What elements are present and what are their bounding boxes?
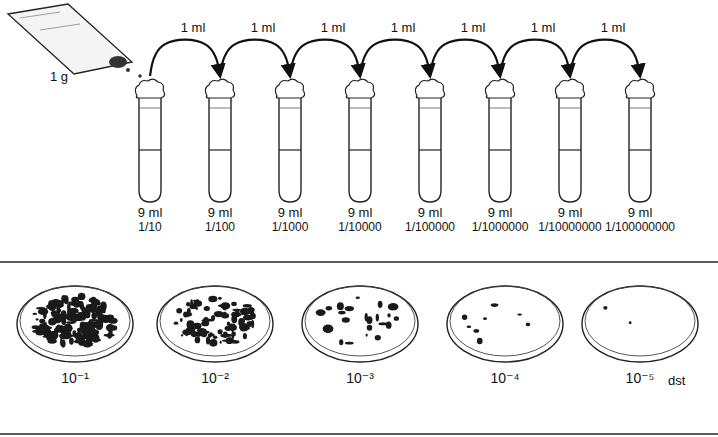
petri-dish: 10⁻⁴ <box>443 278 567 386</box>
soil-paper <box>8 4 142 78</box>
plate-outline <box>443 278 567 366</box>
volume-label: 1 ml <box>599 21 628 36</box>
petri-dish: 10⁻² <box>153 278 277 386</box>
transfer-arrow <box>360 40 430 76</box>
volume-label: 9 ml <box>208 206 233 221</box>
tube-outline <box>325 78 395 204</box>
transfer-arrow <box>570 40 640 76</box>
test-tube: 9 ml1/1000 <box>255 78 325 235</box>
test-tube: 9 ml1/10000000 <box>535 78 605 235</box>
volume-label: 1 ml <box>319 21 348 36</box>
test-tube: 9 ml1/100 <box>185 78 255 235</box>
test-tube: 9 ml1/1000000 <box>465 78 535 235</box>
volume-label: 1 ml <box>249 21 278 36</box>
petri-dish: 10⁻⁵ <box>578 278 702 386</box>
volume-label: 1 ml <box>459 21 488 36</box>
plate-outline <box>153 278 277 366</box>
mass-label: 1 g <box>50 70 68 85</box>
dilution-fraction: 1/1000000 <box>472 221 529 235</box>
volume-label: 9 ml <box>628 206 653 221</box>
dilution-label: 10⁻² <box>201 370 229 386</box>
petri-dish: 10⁻³ <box>298 278 422 386</box>
transfer-arrow <box>500 40 570 76</box>
dilution-label: 10⁻¹ <box>61 370 89 386</box>
volume-label: 9 ml <box>138 206 163 221</box>
tube-outline <box>395 78 465 204</box>
dilution-fraction: 1/100 <box>205 221 235 235</box>
test-tube: 9 ml1/100000000 <box>605 78 675 235</box>
dilution-label: 10⁻³ <box>346 370 374 386</box>
dilution-label: 10⁻⁵ <box>626 370 655 386</box>
volume-label: 9 ml <box>488 206 513 221</box>
transfer-arrow <box>430 40 500 76</box>
test-tube: 9 ml1/10 <box>115 78 185 235</box>
dilution-fraction: 1/100000 <box>405 221 455 235</box>
volume-label: 9 ml <box>348 206 373 221</box>
dilution-label: 10⁻⁴ <box>491 370 520 386</box>
dilution-fraction: 1/10000 <box>338 221 381 235</box>
bottom-line <box>0 433 718 435</box>
tube-outline <box>185 78 255 204</box>
transfer-arrow <box>290 40 360 76</box>
transfer-arrow <box>150 40 220 76</box>
volume-label: 9 ml <box>558 206 583 221</box>
volume-label: 9 ml <box>278 206 303 221</box>
volume-label: 1 ml <box>179 21 208 36</box>
transfer-arrow <box>220 40 290 76</box>
plate-outline <box>578 278 702 366</box>
test-tube: 9 ml1/100000 <box>395 78 465 235</box>
plate-outline <box>298 278 422 366</box>
volume-label: 1 ml <box>529 21 558 36</box>
plate-outline <box>13 278 137 366</box>
divider-line <box>0 261 718 263</box>
dilution-fraction: 1/1000 <box>272 221 309 235</box>
dilution-fraction: 1/10 <box>138 221 161 235</box>
tube-outline <box>115 78 185 204</box>
volume-label: 9 ml <box>418 206 443 221</box>
note-label: dst <box>668 374 685 389</box>
tube-outline <box>255 78 325 204</box>
tube-outline <box>535 78 605 204</box>
test-tube: 9 ml1/10000 <box>325 78 395 235</box>
tube-outline <box>605 78 675 204</box>
volume-label: 1 ml <box>389 21 418 36</box>
dilution-fraction: 1/10000000 <box>538 221 601 235</box>
dilution-fraction: 1/100000000 <box>605 221 675 235</box>
tube-outline <box>465 78 535 204</box>
petri-dish: 10⁻¹ <box>13 278 137 386</box>
